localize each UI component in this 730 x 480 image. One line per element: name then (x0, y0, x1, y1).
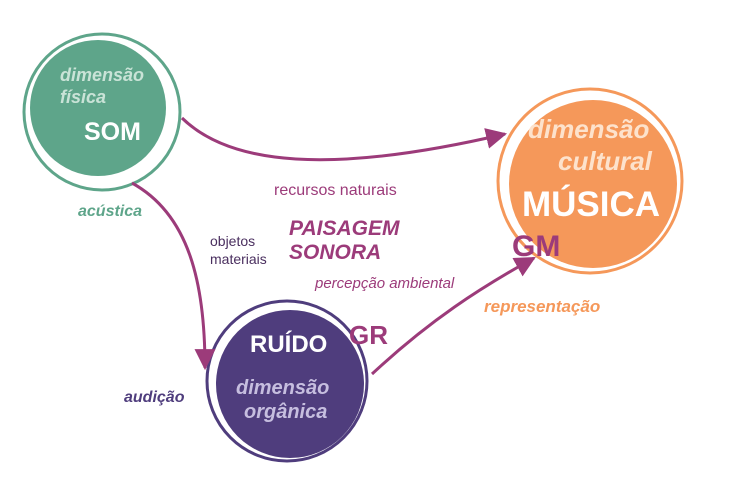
som-circle (30, 40, 166, 176)
edge-label-percepcao-ambiental: percepção ambiental (315, 275, 455, 292)
node-som (22, 32, 182, 192)
ruido-subtitle-line1: dimensão (236, 377, 330, 399)
center-label-line1: PAISAGEM (289, 217, 400, 240)
musica-title: MÚSICA (522, 185, 661, 224)
ruido-subtitle-line2: orgânica (244, 401, 328, 423)
ruido-title: RUÍDO (250, 331, 328, 358)
musica-subtitle-line2: cultural (558, 146, 652, 176)
edge-label-objetos: objetos (210, 233, 256, 249)
arrow-ruido-to-musica (370, 256, 536, 376)
edge-label-recursos-naturais: recursos naturais (274, 182, 397, 199)
musica-subtitle-line1: dimensão (528, 114, 650, 144)
musica-circle (509, 100, 677, 268)
ruido-side-label: audição (124, 389, 185, 406)
arrow-som-to-musica (180, 116, 508, 162)
ruido-outer-ring (205, 299, 369, 463)
ruido-badge: GR (349, 320, 388, 350)
center-label-line2: SONORA (289, 241, 382, 264)
ruido-circle (216, 310, 364, 458)
arrow-som-to-ruido (131, 181, 216, 371)
som-outer-ring (22, 32, 182, 192)
som-subtitle-line2: física (60, 87, 107, 107)
musica-side-label: representação (484, 297, 601, 316)
node-ruido (205, 299, 369, 463)
musica-badge: GM (512, 230, 561, 263)
node-musica (496, 87, 684, 275)
musica-outer-ring (496, 87, 684, 275)
som-title: SOM (84, 118, 141, 146)
edge-label-materiais: materiais (210, 251, 267, 267)
som-side-label: acústica (78, 203, 143, 220)
som-subtitle-line1: dimensão (60, 65, 145, 85)
